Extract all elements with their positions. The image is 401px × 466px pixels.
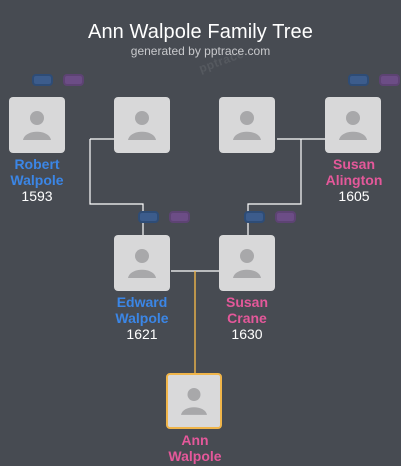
blue-pill-icon[interactable] bbox=[138, 211, 159, 223]
person-name-line1: Susan bbox=[225, 295, 268, 310]
person-name-line1: Edward bbox=[116, 295, 168, 310]
purple-pill-icon[interactable] bbox=[379, 74, 400, 86]
person-silhouette-icon bbox=[181, 388, 207, 415]
page-title: Ann Walpole Family Tree bbox=[88, 21, 313, 43]
person-silhouette-icon bbox=[339, 111, 367, 140]
person-card-unknown-left[interactable] bbox=[114, 97, 170, 153]
person-silhouette-icon bbox=[233, 249, 261, 278]
person-name-line2: Crane bbox=[227, 311, 267, 326]
person-card-ann-walpole[interactable] bbox=[166, 373, 222, 429]
person-silhouette-icon bbox=[233, 111, 261, 140]
purple-pill-icon[interactable] bbox=[275, 211, 296, 223]
person-card-edward-walpole[interactable] bbox=[114, 235, 170, 291]
blue-pill-icon[interactable] bbox=[244, 211, 265, 223]
purple-pill-icon[interactable] bbox=[169, 211, 190, 223]
person-name-line2: Walpole bbox=[168, 449, 222, 464]
connector-left-couple bbox=[89, 138, 144, 236]
person-card-susan-crane[interactable] bbox=[219, 235, 275, 291]
person-year: 1605 bbox=[338, 189, 370, 204]
person-name-line2: Walpole bbox=[115, 311, 169, 326]
person-silhouette-icon bbox=[128, 111, 156, 140]
person-card-unknown-right[interactable] bbox=[219, 97, 275, 153]
person-card-robert-walpole[interactable] bbox=[9, 97, 65, 153]
person-year: 1630 bbox=[231, 327, 263, 342]
blue-pill-icon[interactable] bbox=[32, 74, 53, 86]
person-name-line2: Alington bbox=[325, 173, 383, 188]
person-name-line1: Susan bbox=[332, 157, 375, 172]
person-year: 1621 bbox=[126, 327, 158, 342]
purple-pill-icon[interactable] bbox=[63, 74, 84, 86]
blue-pill-icon[interactable] bbox=[348, 74, 369, 86]
person-name-line2: Walpole bbox=[10, 173, 64, 188]
page-subtitle: generated by pptrace.com bbox=[130, 44, 271, 58]
person-silhouette-icon bbox=[128, 249, 156, 278]
person-card-susan-alington[interactable] bbox=[325, 97, 381, 153]
person-silhouette-icon bbox=[23, 111, 51, 140]
person-name-line1: Ann bbox=[181, 433, 209, 448]
person-name-line1: Robert bbox=[14, 157, 60, 172]
person-year: 1593 bbox=[21, 189, 53, 204]
